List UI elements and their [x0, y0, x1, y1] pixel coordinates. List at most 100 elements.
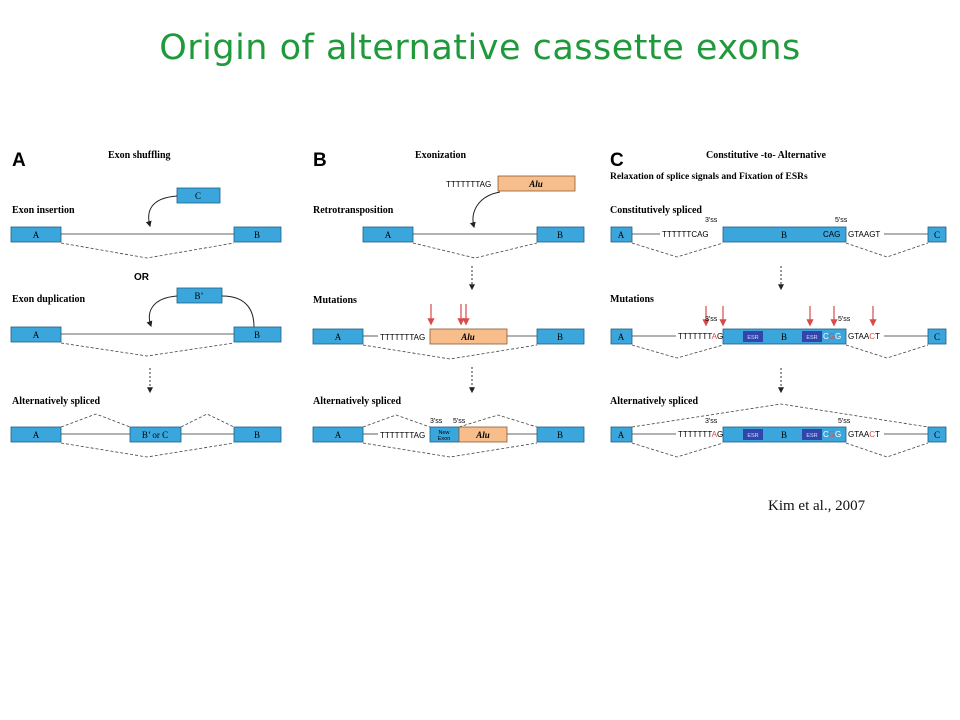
exon-c-label: C [934, 230, 940, 240]
duplication-arrow [146, 295, 178, 328]
panel-b-letter: B [313, 150, 327, 171]
mutations-label-c: Mutations [610, 294, 654, 305]
exon-bprime-label: B’ [195, 291, 204, 301]
exon-b-label: B [254, 430, 260, 440]
exon-b-label: B [557, 430, 563, 440]
citation: Kim et al., 2007 [768, 498, 866, 514]
exon-a-box [362, 226, 414, 243]
skip-junction [631, 403, 929, 428]
exon-a-box [312, 328, 364, 345]
alt-spliced-label-a: Alternatively spliced [12, 396, 100, 407]
exon-insertion-label: Exon insertion [12, 205, 75, 216]
esr-label: ESR [806, 433, 817, 439]
ss5-label: 5'ss [835, 217, 848, 224]
esr-label: ESR [747, 433, 758, 439]
cag-label: CAG [823, 230, 840, 239]
exon-a-box [610, 328, 633, 345]
splice-junction [60, 242, 235, 259]
splice-junction [60, 442, 235, 458]
seq-label: TTTTTTCAG [662, 230, 709, 239]
esr-label: ESR [747, 335, 758, 341]
alu-label: Alu [460, 332, 475, 342]
alu-box [429, 328, 508, 345]
splice-junction [845, 242, 929, 258]
splice-junction [631, 242, 724, 258]
exon-b-label: B [781, 230, 787, 240]
splice-junction [458, 414, 538, 428]
seq-label: TTTTTTTAG [678, 430, 723, 439]
exon-bprime-or-c-box [129, 426, 182, 443]
exon-b-label: B [254, 230, 260, 240]
exon-a-box [610, 426, 633, 443]
splice-junction [362, 442, 538, 458]
exon-b-box [536, 426, 585, 443]
exon-c-box [176, 187, 221, 204]
exon-a-label: A [618, 430, 625, 440]
gtaact-label: GTAACT [848, 332, 880, 341]
retrotransposition-label: Retrotransposition [313, 205, 394, 216]
panel-c-heading: Constitutive -to- Alternative [706, 150, 827, 161]
exon-a-label: A [385, 230, 392, 240]
alt-spliced-label-b: Alternatively spliced [313, 396, 401, 407]
splice-junction [362, 414, 431, 428]
constitutively-spliced-label: Constitutively spliced [610, 205, 702, 216]
duplication-source-arc [221, 295, 255, 328]
esr-box [743, 429, 763, 440]
exon-b-box [233, 426, 282, 443]
panel-a-letter: A [12, 150, 26, 171]
splice-junction [60, 413, 131, 428]
alu-box [458, 426, 508, 443]
or-label: OR [134, 272, 150, 283]
splice-junction [631, 442, 724, 458]
panel-b-heading: Exonization [415, 150, 467, 161]
exon-b-label: B [557, 230, 563, 240]
seq-label: TTTTTTTAG [380, 333, 425, 342]
exon-c-label: C [934, 332, 940, 342]
exon-a-box [10, 326, 62, 343]
ss5-label: 5'ss [838, 316, 851, 323]
ss3-label: 3'ss [430, 418, 443, 425]
panel-a: A Exon shuffling Exon insertion C A B OR… [10, 150, 282, 458]
exon-c-box [927, 328, 947, 345]
esr-box [802, 429, 822, 440]
alu-label: Alu [475, 430, 490, 440]
seq-label: TTTTTTTAG [678, 332, 723, 341]
panel-c-subheading: Relaxation of splice signals and Fixatio… [610, 172, 808, 182]
seq-label: TTTTTTTAG [380, 431, 425, 440]
exon-b-box [536, 226, 585, 243]
panel-c: C Constitutive -to- Alternative Relaxati… [610, 150, 947, 458]
panel-a-heading: Exon shuffling [108, 150, 171, 161]
exon-bprime-or-c-label: B’ or C [142, 430, 168, 440]
exon-c-box [927, 226, 947, 243]
exon-b-label: B [557, 332, 563, 342]
esr-box [802, 331, 822, 342]
ss3-label: 3'ss [705, 316, 718, 323]
slide-title: Origin of alternative cassette exons [159, 28, 801, 68]
exon-c-label: C [195, 191, 201, 201]
splice-junction [631, 344, 724, 359]
ss3-label: 3'ss [705, 217, 718, 224]
alu-box [497, 175, 576, 192]
esr-box [743, 331, 763, 342]
exon-a-box [610, 226, 633, 243]
exon-b-box [536, 328, 585, 345]
exon-a-label: A [33, 330, 40, 340]
splice-junction [845, 344, 929, 359]
panel-c-letter: C [610, 150, 624, 171]
cgg-label: CGG [823, 332, 841, 341]
alt-spliced-label-c: Alternatively spliced [610, 396, 698, 407]
alu-label: Alu [528, 179, 543, 189]
exon-c-label: C [934, 430, 940, 440]
new-exon-label-2: Exon [438, 436, 451, 442]
esr-label: ESR [806, 335, 817, 341]
insertion-arrow [145, 195, 178, 228]
exon-a-box [312, 426, 364, 443]
seq-label: TTTTTTTAG [446, 180, 491, 189]
exon-b-box [722, 226, 847, 243]
exon-a-label: A [33, 430, 40, 440]
exon-b-label: B [781, 430, 787, 440]
exon-c-box [927, 426, 947, 443]
exon-a-label: A [618, 332, 625, 342]
splice-junction [180, 413, 235, 428]
